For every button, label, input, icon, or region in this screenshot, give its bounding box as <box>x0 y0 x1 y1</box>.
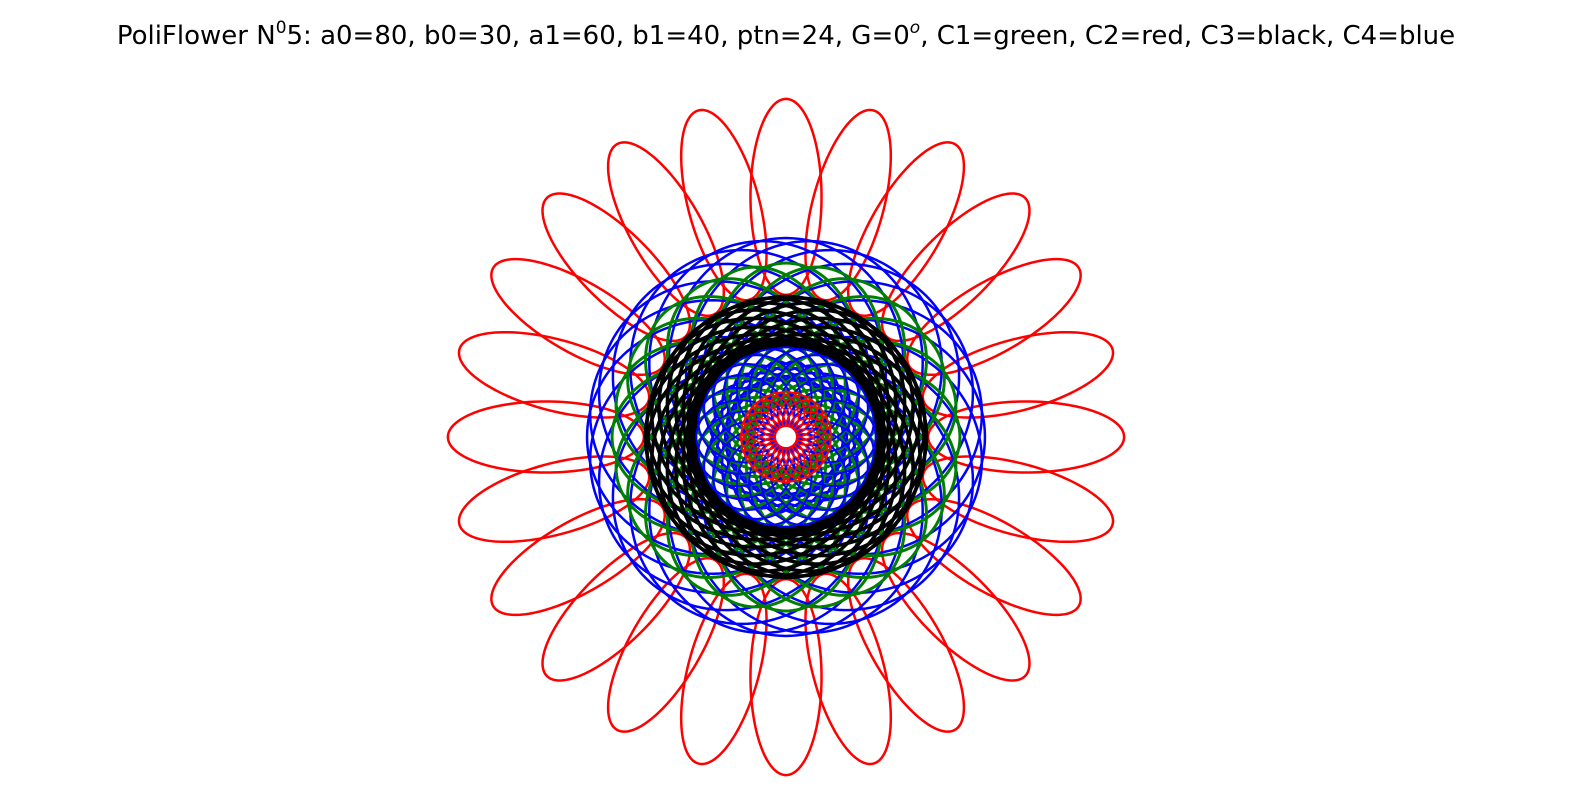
red-petal <box>880 531 1031 682</box>
red-petal <box>749 577 823 777</box>
title-colors: , C1=green, C2=red, C3=black, C4=blue <box>920 21 1455 51</box>
title-params: 5: a0=80, b0=30, a1=60, b1=40, ptn=24, G… <box>287 21 910 51</box>
title-superscript-o: o <box>910 18 920 38</box>
red-petal <box>749 97 823 297</box>
red-petal <box>541 531 692 682</box>
red-petal <box>541 192 692 343</box>
red-petal <box>905 497 1082 617</box>
title-superscript-zero: 0 <box>276 18 287 38</box>
title-prefix: PoliFlower N <box>117 21 276 51</box>
red-petal <box>846 141 966 318</box>
center-hole <box>776 427 796 447</box>
red-petal <box>606 556 726 733</box>
red-petal <box>490 257 667 377</box>
red-petal <box>926 400 1126 474</box>
red-petal <box>880 192 1031 343</box>
black-petal-group <box>643 294 929 580</box>
flower-plot-area <box>446 97 1126 777</box>
figure-title: PoliFlower N05: a0=80, b0=30, a1=60, b1=… <box>117 18 1455 51</box>
black-petal <box>692 337 927 549</box>
red-petal <box>446 400 646 474</box>
